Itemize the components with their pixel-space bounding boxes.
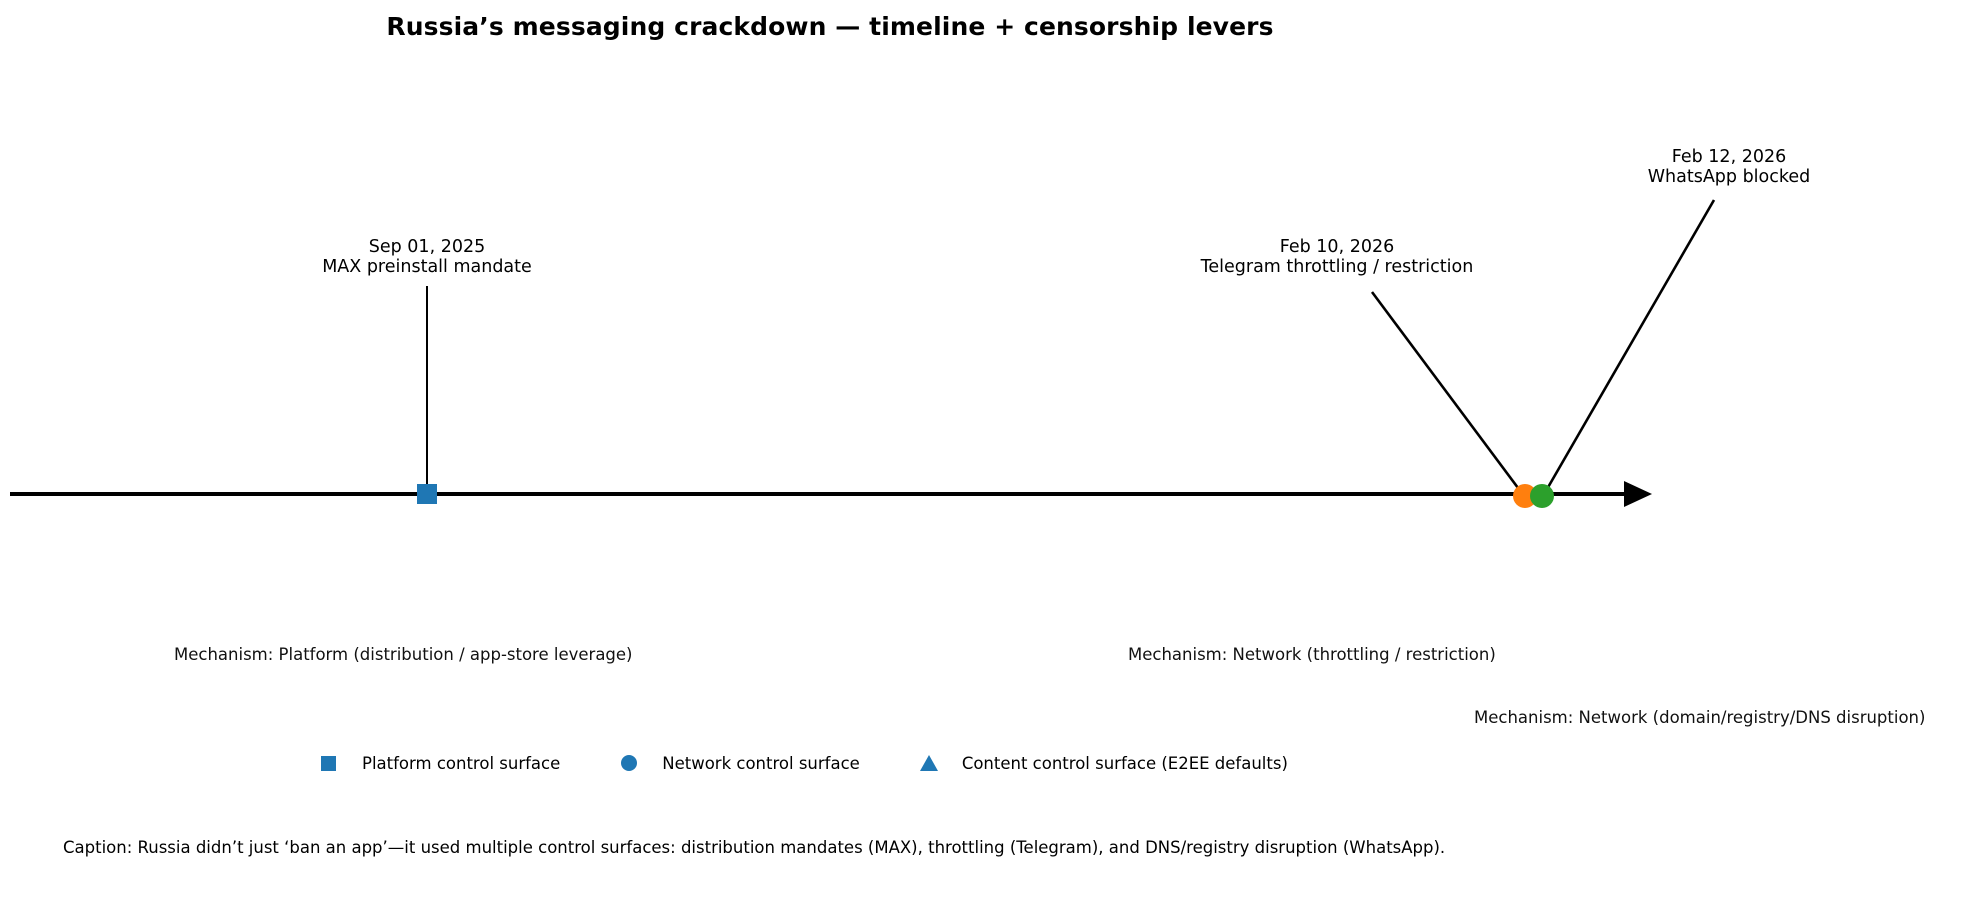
legend-entry-network[interactable]: Network control surface <box>618 752 860 774</box>
annotation-label: MAX preinstall mandate <box>322 256 532 277</box>
triangle-marker-icon <box>918 752 940 774</box>
annotation-whatsapp-blocked: Feb 12, 2026 WhatsApp blocked <box>1529 147 1929 188</box>
annotation-max-preinstall: Sep 01, 2025 MAX preinstall mandate <box>227 237 627 278</box>
mechanism-label-network-dns: Mechanism: Network (domain/registry/DNS … <box>1474 708 1926 727</box>
legend-entry-content[interactable]: Content control surface (E2EE defaults) <box>918 752 1288 774</box>
leader-line-telegram <box>1370 291 1526 497</box>
annotation-telegram-throttling: Feb 10, 2026 Telegram throttling / restr… <box>1107 237 1567 278</box>
circle-marker-icon <box>618 752 640 774</box>
annotation-date: Feb 12, 2026 <box>1671 147 1787 167</box>
annotation-label: Telegram throttling / restriction <box>1200 256 1474 277</box>
annotation-date: Feb 10, 2026 <box>1279 237 1395 257</box>
legend-entry-platform[interactable]: Platform control surface <box>318 752 560 774</box>
chart-legend: Platform control surface Network control… <box>318 752 1288 774</box>
legend-label: Network control surface <box>662 753 860 773</box>
annotation-label: WhatsApp blocked <box>1647 166 1811 187</box>
event-marker-whatsapp[interactable] <box>1530 484 1554 508</box>
mechanism-label-network-throttling: Mechanism: Network (throttling / restric… <box>1128 645 1496 664</box>
figure-caption: Caption: Russia didn’t just ‘ban an app’… <box>63 838 1446 857</box>
event-marker-max[interactable] <box>417 484 437 504</box>
square-marker-icon <box>318 752 340 774</box>
timeline-arrow-head <box>1624 481 1652 507</box>
legend-label: Content control surface (E2EE defaults) <box>961 753 1288 773</box>
event-marker-telegram[interactable] <box>1513 484 1537 508</box>
chart-title: Russia’s messaging crackdown — timeline … <box>386 12 1274 41</box>
legend-label: Platform control surface <box>362 753 561 773</box>
leader-line-whatsapp <box>1541 199 1716 497</box>
annotation-date: Sep 01, 2025 <box>368 237 486 257</box>
mechanism-label-platform: Mechanism: Platform (distribution / app-… <box>174 645 633 664</box>
